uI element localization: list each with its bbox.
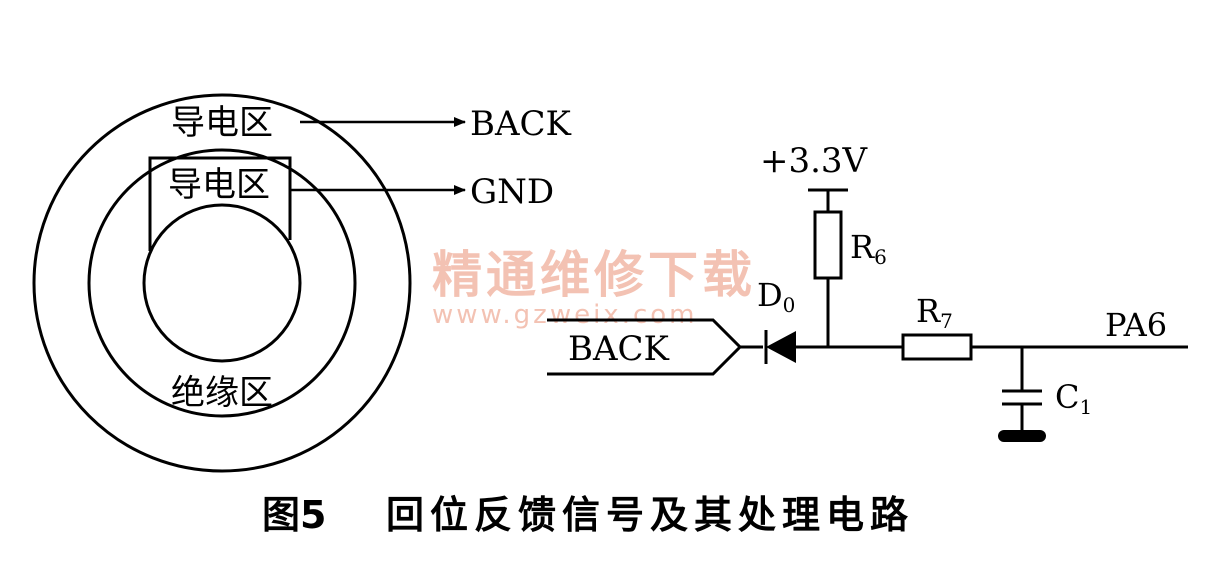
input-port-label: BACK bbox=[568, 329, 670, 369]
c1-label: C1 bbox=[1055, 378, 1092, 419]
signal-arrows: BACK GND bbox=[290, 104, 572, 212]
resistor-r7 bbox=[901, 333, 973, 361]
inner-ring bbox=[142, 203, 302, 363]
outer-conductive-label: 导电区 bbox=[171, 103, 273, 143]
caption-figure-number: 图5 bbox=[262, 493, 326, 537]
outer-ring bbox=[32, 93, 412, 473]
figure-caption: 图5 回位反馈信号及其处理电路 bbox=[262, 493, 914, 537]
resistor-r6 bbox=[813, 210, 843, 280]
watermark-url: www.gzweix.com bbox=[432, 300, 698, 330]
circuit: +3.3V R6 BACK D0 R7 PA6 C1 bbox=[547, 141, 1188, 442]
watermark: 精通维修下载 www.gzweix.com bbox=[432, 246, 756, 330]
inner-conductive-label: 导电区 bbox=[168, 165, 270, 205]
ground-symbol bbox=[998, 430, 1046, 442]
insulation-label: 绝缘区 bbox=[171, 373, 273, 413]
d0-label: D0 bbox=[757, 276, 795, 317]
supply-label: +3.3V bbox=[760, 141, 869, 181]
gnd-signal-label: GND bbox=[470, 172, 554, 212]
r6-label: R6 bbox=[850, 228, 887, 269]
output-pin-label: PA6 bbox=[1105, 306, 1167, 344]
watermark-title: 精通维修下载 bbox=[432, 246, 756, 304]
encoder-disc: 导电区 导电区 绝缘区 bbox=[32, 93, 412, 473]
caption-text: 回位反馈信号及其处理电路 bbox=[386, 493, 914, 537]
inner-conductive-tab bbox=[148, 156, 292, 251]
r7-label: R7 bbox=[916, 292, 953, 333]
diode-d0 bbox=[766, 331, 796, 363]
middle-ring bbox=[87, 148, 357, 418]
back-signal-label: BACK bbox=[470, 104, 572, 144]
